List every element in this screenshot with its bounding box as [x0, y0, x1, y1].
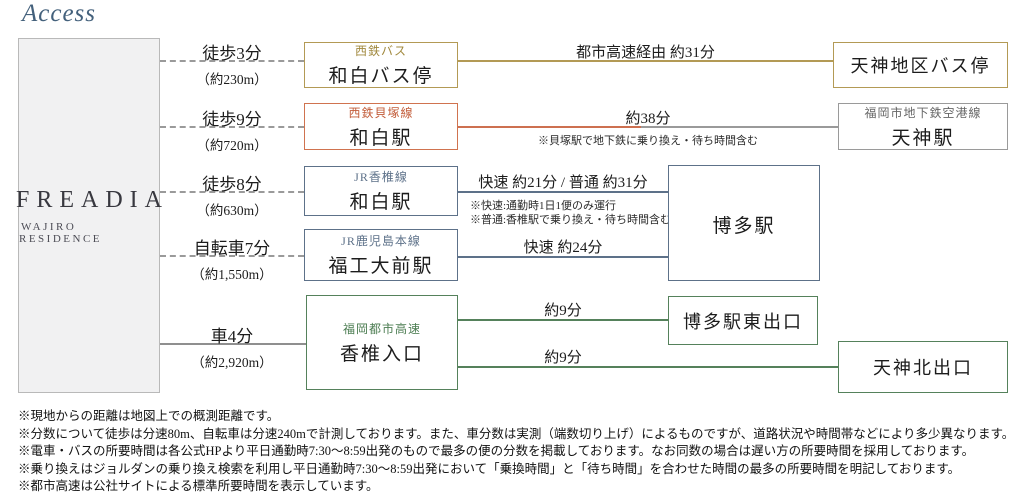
destination-box-hakata-station: 博多駅 [668, 165, 820, 281]
station-box-wajiro-bus-stop: 西鉄バス 和白バス停 [304, 42, 458, 88]
footnote: ※都市高速は公社サイトによる標準所要時間を表示しています。 [18, 479, 379, 494]
connection-time-label: 約9分 [544, 350, 582, 366]
walk-connector-line-1 [160, 60, 304, 62]
connection-line-subway-gray [641, 126, 838, 128]
station-box-kashii-entrance: 福岡都市高速 香椎入口 [306, 295, 458, 390]
station-name: 和白駅 [349, 192, 413, 213]
station-name: 和白バス停 [328, 66, 434, 87]
station-box-wajiro-nishitetsu: 西鉄貝塚線 和白駅 [304, 103, 458, 150]
car-connector-line [160, 343, 306, 345]
line-name: 福岡市地下鉄空港線 [864, 105, 982, 120]
footnote: ※電車・バスの所要時間は各公式HPより平日通勤時7:30～8:59出発のもので最… [18, 444, 975, 459]
distance-label: （約630m） [196, 203, 268, 218]
connection-note: ※貝塚駅で地下鉄に乗り換え・待ち時間含む [538, 135, 758, 147]
walk-connector-line-2 [160, 126, 304, 128]
destination-box-hakata-east-exit: 博多駅東出口 [668, 296, 818, 345]
line-name: 西鉄バス [354, 44, 407, 58]
line-name: JR香椎線 [354, 170, 408, 184]
connection-time-label: 都市高速経由 約31分 [576, 45, 715, 61]
mode-label: 徒歩9分 [202, 110, 262, 129]
walk-connector-line-3 [160, 191, 304, 193]
station-name: 福工大前駅 [328, 256, 434, 277]
line-name: JR鹿児島本線 [341, 234, 421, 248]
connection-time-label: 快速 約24分 [523, 240, 603, 256]
property-subname: WAJIRO RESIDENCE [19, 220, 102, 245]
destination-name: 博多駅東出口 [683, 311, 803, 332]
connection-line-expressway-hakata [458, 319, 668, 321]
connection-line-jr-kagoshima [458, 256, 668, 258]
footnotes: ※現地からの距離は地図上での概測距離です。 ※分数について徒歩は分速80m、自転… [18, 408, 1014, 496]
line-name: 福岡都市高速 [342, 321, 421, 336]
distance-label: （約720m） [196, 138, 268, 153]
footnote: ※乗り換えはジョルダンの乗り換え検索を利用し平日通勤時7:30～8:59出発にお… [18, 461, 961, 476]
connection-line-kaizuka-red [458, 126, 641, 128]
destination-box-tenjin-north-exit: 天神北出口 [838, 341, 1008, 393]
page-title: Access [22, 0, 97, 27]
footnote: ※現地からの距離は地図上での概測距離です。 [18, 409, 280, 423]
destination-name: 天神地区バス停 [850, 56, 991, 76]
mode-label: 徒歩8分 [202, 175, 262, 194]
mode-label: 車4分 [210, 327, 254, 346]
connection-note: ※普通:香椎駅で乗り換え・待ち時間含む [470, 214, 672, 226]
connection-time-label: 快速 約21分 / 普通 約31分 [478, 175, 648, 191]
mode-label: 徒歩3分 [202, 44, 262, 63]
connection-time-label: 約38分 [625, 111, 671, 127]
distance-label: （約230m） [196, 72, 268, 87]
mode-label: 自転車7分 [193, 239, 271, 258]
property-box: FREADIA WAJIRO RESIDENCE [16, 38, 162, 393]
destination-name: 博多駅 [712, 215, 776, 237]
destination-name: 天神駅 [891, 127, 955, 149]
destination-box-tenjin-bus-stop: 天神地区バス停 [833, 42, 1008, 88]
connection-line-bus [458, 60, 833, 62]
destination-box-tenjin-station: 福岡市地下鉄空港線 天神駅 [838, 103, 1008, 150]
distance-label: （約2,920m） [191, 355, 273, 370]
station-name: 和白駅 [349, 127, 413, 149]
distance-label: （約1,550m） [191, 267, 273, 282]
property-name: FREADIA [16, 186, 170, 213]
station-box-fukkodaimae: JR鹿児島本線 福工大前駅 [304, 229, 458, 281]
footnote: ※分数について徒歩は分速80m、自転車は分速240mで計測しております。また、車… [18, 426, 1015, 441]
station-name: 香椎入口 [339, 343, 424, 365]
line-name: 西鉄貝塚線 [348, 105, 414, 120]
connection-note: ※快速:通勤時1日1便のみ運行 [470, 200, 617, 212]
station-box-wajiro-jr: JR香椎線 和白駅 [304, 166, 458, 216]
connection-line-jr-kashii [458, 191, 668, 193]
connection-line-expressway-tenjin [458, 366, 838, 368]
connection-time-label: 約9分 [544, 303, 582, 319]
destination-name: 天神北出口 [873, 358, 973, 378]
bicycle-connector-line [160, 255, 304, 257]
